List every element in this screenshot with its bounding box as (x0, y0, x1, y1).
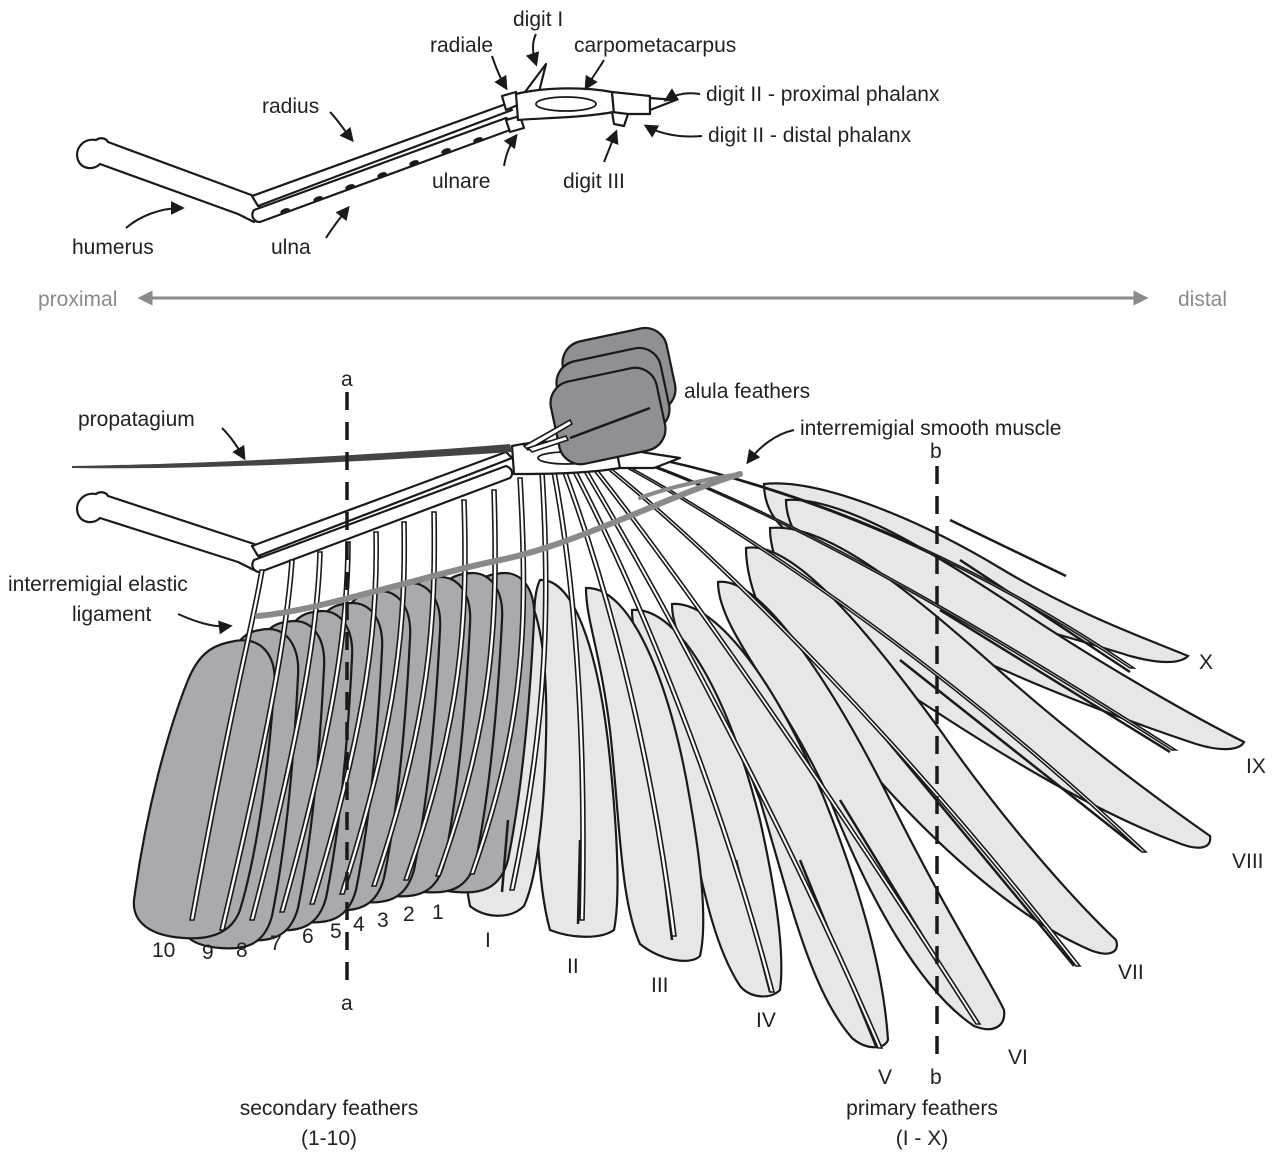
digit-ii-proximal-bone (612, 92, 650, 114)
label-interremigial-elastic-ligament-line1: interremigial elastic (8, 573, 188, 596)
secondary-number-9: 9 (202, 941, 214, 964)
label-section-b-top: b (930, 440, 942, 463)
secondary-number-8: 8 (236, 939, 248, 962)
arrow-propatagium (222, 428, 244, 458)
alula-feathers (524, 324, 680, 468)
label-primary-feathers: primary feathers (846, 1097, 998, 1120)
secondary-number-6: 6 (302, 925, 314, 948)
label-proximal: proximal (38, 288, 117, 311)
primary-numeral-vi: VI (1008, 1046, 1028, 1069)
arrow-digit-iii (604, 132, 616, 162)
label-distal: distal (1178, 288, 1227, 311)
primary-numeral-vii: VII (1118, 961, 1144, 984)
secondary-number-4: 4 (353, 913, 365, 936)
label-interremigial-elastic-ligament-line2: ligament (72, 603, 152, 626)
arrow-radiale (492, 56, 506, 88)
secondary-number-10: 10 (152, 939, 175, 962)
carpometacarpus-space (536, 97, 596, 111)
label-primary-range: (I - X) (896, 1127, 949, 1150)
label-carpometacarpus: carpometacarpus (574, 34, 736, 57)
arrow-elastic-ligament (178, 614, 230, 626)
secondary-number-2: 2 (403, 903, 415, 926)
digit-iii-bone (612, 112, 628, 126)
label-alula-feathers: alula feathers (684, 380, 810, 403)
arrow-carpometacarpus (586, 60, 604, 88)
label-secondary-range: (1-10) (301, 1127, 357, 1150)
secondary-number-3: 3 (377, 909, 389, 932)
arrow-ulna (326, 208, 348, 238)
label-propatagium: propatagium (78, 408, 195, 431)
label-digit-ii-distal: digit II - distal phalanx (708, 124, 912, 147)
label-digit-ii-proximal: digit II - proximal phalanx (706, 83, 940, 106)
wing-with-feathers (72, 324, 1244, 1066)
secondary-number-5: 5 (330, 920, 342, 943)
wing-radius-bone (252, 452, 512, 556)
label-digit-iii: digit III (563, 170, 625, 193)
label-section-a-top: a (341, 368, 353, 391)
propatagium (72, 444, 512, 468)
proximal-distal-axis: proximal distal (38, 288, 1227, 311)
primary-numeral-ii: II (567, 955, 579, 978)
arrow-radius (330, 112, 352, 140)
primary-numeral-viii: VIII (1232, 850, 1264, 873)
label-secondary-feathers: secondary feathers (240, 1097, 419, 1120)
primary-numeral-v: V (878, 1066, 892, 1089)
arrow-ulnare (504, 136, 516, 166)
label-digit-i: digit I (513, 8, 563, 31)
label-interremigial-smooth-muscle: interremigial smooth muscle (800, 417, 1061, 440)
arrow-humerus (126, 208, 182, 228)
primary-numeral-ix: IX (1246, 755, 1266, 778)
label-ulna: ulna (271, 236, 311, 259)
label-radiale: radiale (430, 34, 493, 57)
arrow-digit-i (533, 34, 536, 64)
label-humerus: humerus (72, 236, 154, 259)
primary-numeral-iv: IV (756, 1009, 776, 1032)
primary-numeral-iii: III (651, 974, 669, 997)
label-ulnare: ulnare (432, 170, 490, 193)
digit-ii-distal-bone (650, 98, 676, 110)
secondary-number-1: 1 (432, 901, 444, 924)
label-section-a-bottom: a (341, 992, 353, 1015)
arrow-digit-ii-distal (646, 126, 702, 137)
label-radius: radius (262, 95, 319, 118)
wing-ulna-bone (252, 466, 512, 572)
secondary-number-7: 7 (270, 932, 282, 955)
arrow-smooth-muscle (748, 430, 794, 462)
wing-humerus-bone (77, 492, 260, 570)
primary-numeral-x: X (1199, 651, 1213, 674)
primary-numeral-i: I (485, 929, 491, 952)
label-section-b-bottom: b (930, 1066, 942, 1089)
skeleton-labels: digit I radiale carpometacarpus digit II… (72, 8, 940, 259)
